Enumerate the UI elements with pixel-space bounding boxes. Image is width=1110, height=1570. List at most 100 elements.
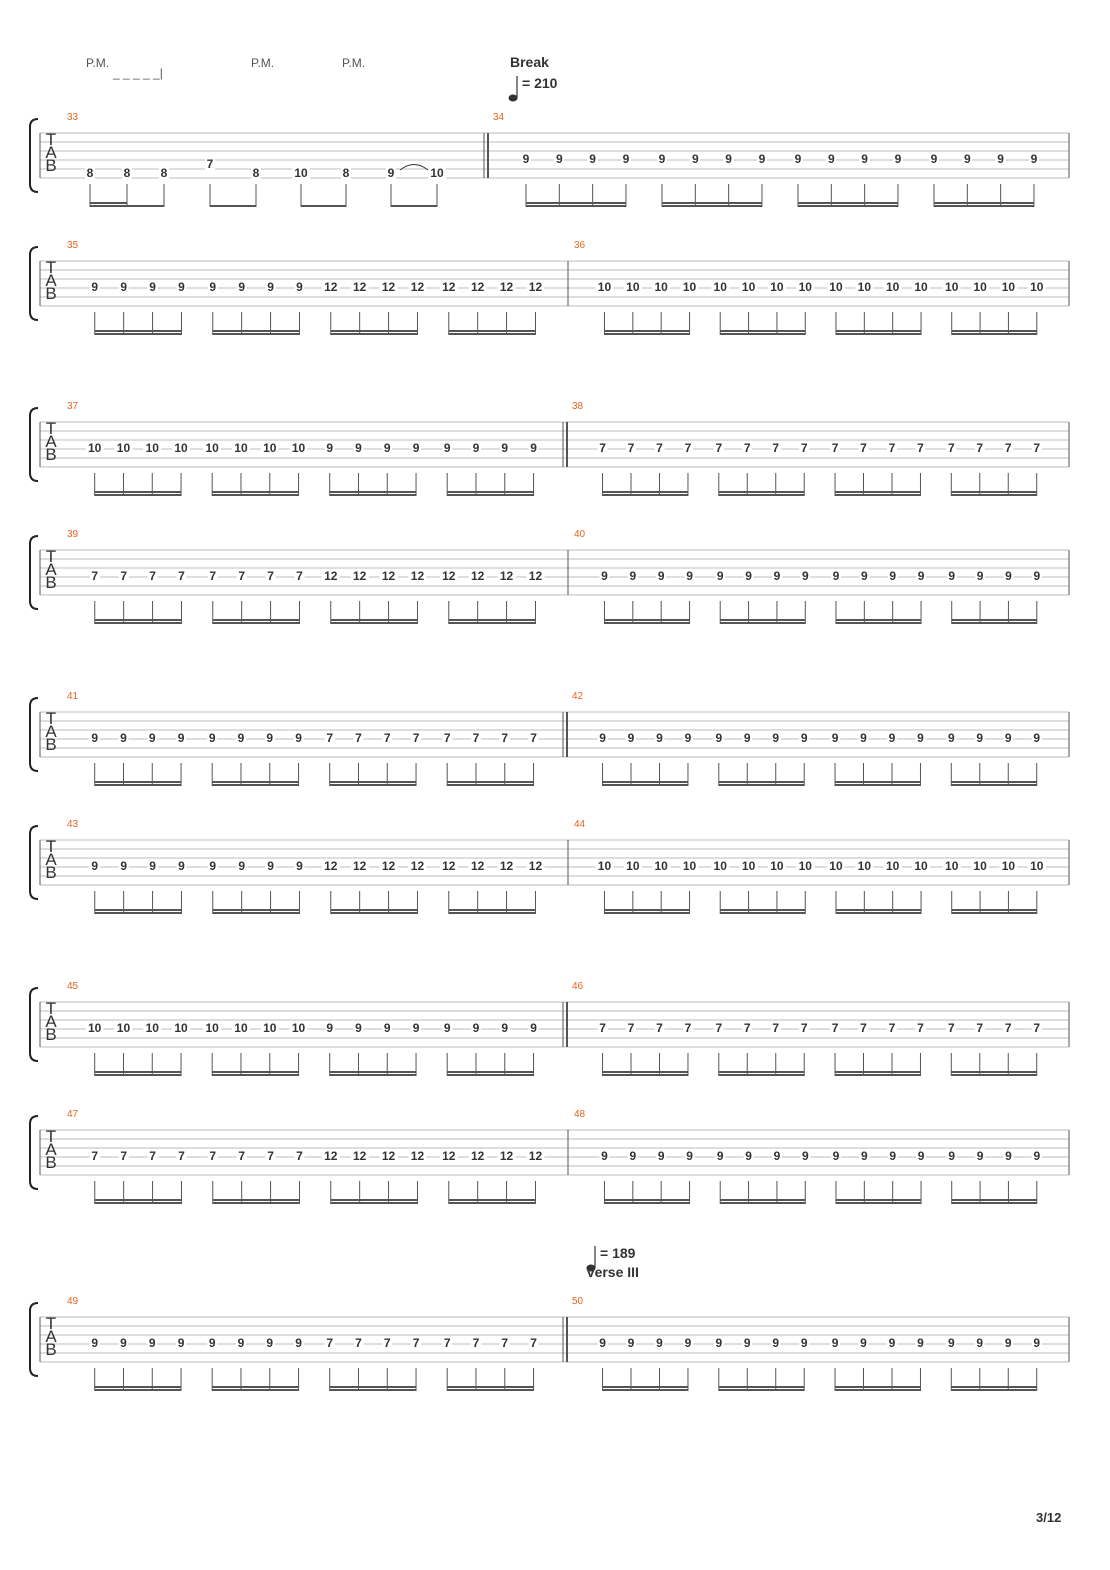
- fret-bg: [690, 152, 701, 165]
- system-bracket: [29, 1115, 39, 1190]
- fret-bg: [176, 859, 187, 872]
- fret-number: 7: [267, 569, 274, 583]
- fret-bg: [915, 1336, 926, 1349]
- fret-bg: [770, 731, 781, 744]
- measure-number: 49: [67, 1296, 79, 1307]
- fret-number: 9: [355, 441, 362, 455]
- fret-number: 7: [384, 1336, 391, 1350]
- fret-bg: [713, 441, 724, 454]
- fret-bg: [118, 731, 129, 744]
- fret-bg: [723, 152, 734, 165]
- fret-bg: [382, 441, 393, 454]
- fret-bg: [971, 859, 990, 872]
- fret-number: 9: [413, 441, 420, 455]
- fret-number: 9: [209, 731, 216, 745]
- fret-number: 7: [91, 569, 98, 583]
- fret-number: 9: [238, 859, 245, 873]
- fret-bg: [265, 859, 276, 872]
- fret-bg: [350, 1149, 369, 1162]
- tab-clef-letter: T: [46, 1127, 56, 1146]
- fret-number: 10: [742, 280, 756, 294]
- fret-number: 7: [1005, 1021, 1012, 1035]
- fret-bg: [147, 1336, 158, 1349]
- fret-bg: [656, 569, 667, 582]
- fret-number: 10: [742, 859, 756, 873]
- fret-number: 12: [411, 859, 425, 873]
- tab-clef-letter: A: [45, 1327, 57, 1346]
- fret-bg: [946, 1021, 957, 1034]
- fret-number: 10: [206, 441, 220, 455]
- system-bracket: [29, 407, 39, 482]
- fret-bg: [800, 569, 811, 582]
- fret-number: 12: [529, 859, 543, 873]
- fret-number: 9: [1033, 731, 1040, 745]
- tab-clef-letter: T: [46, 130, 56, 149]
- fret-bg: [743, 569, 754, 582]
- fret-number: 7: [801, 1021, 808, 1035]
- fret-number: 10: [292, 441, 306, 455]
- fret-number: 9: [1005, 1336, 1012, 1350]
- fret-number: 9: [178, 280, 185, 294]
- fret-bg: [796, 859, 815, 872]
- fret-bg: [771, 569, 782, 582]
- fret-number: 8: [253, 166, 260, 180]
- fret-bg: [711, 280, 730, 293]
- system-bracket: [29, 987, 39, 1062]
- fret-bg: [626, 731, 637, 744]
- fret-number: 12: [442, 1149, 456, 1163]
- fret-number: 9: [860, 1336, 867, 1350]
- fret-number: 9: [1005, 731, 1012, 745]
- fret-number: 9: [178, 731, 185, 745]
- fret-number: 12: [353, 280, 367, 294]
- fret-number: 10: [683, 280, 697, 294]
- fret-number: 9: [833, 1149, 840, 1163]
- fret-bg: [236, 569, 247, 582]
- fret-number: 9: [599, 1336, 606, 1350]
- fret-number: 9: [656, 731, 663, 745]
- fret-bg: [715, 1149, 726, 1162]
- fret-number: 9: [388, 166, 395, 180]
- fret-number: 9: [759, 152, 766, 166]
- fret-number: 10: [146, 441, 160, 455]
- fret-bg: [652, 859, 671, 872]
- fret-bg: [143, 1021, 162, 1034]
- fret-bg: [1031, 731, 1042, 744]
- fret-bg: [294, 569, 305, 582]
- fret-number: 9: [120, 280, 127, 294]
- fret-bg: [627, 1149, 638, 1162]
- tab-clef-letter: B: [45, 1153, 56, 1172]
- fret-bg: [408, 859, 427, 872]
- fret-bg: [654, 731, 665, 744]
- fret-number: 10: [598, 859, 612, 873]
- fret-number: 9: [656, 1336, 663, 1350]
- fret-number: 9: [501, 1021, 508, 1035]
- fret-bg: [442, 731, 453, 744]
- fret-bg: [468, 569, 487, 582]
- fret-bg: [499, 1336, 510, 1349]
- fret-bg: [526, 1149, 545, 1162]
- fret-bg: [859, 1149, 870, 1162]
- fret-number: 8: [161, 166, 168, 180]
- tab-clef-letter: T: [46, 419, 56, 438]
- fret-number: 7: [444, 1336, 451, 1350]
- fret-bg: [379, 1149, 398, 1162]
- fret-bg: [89, 569, 100, 582]
- fret-number: 7: [355, 731, 362, 745]
- tab-clef-letter: T: [46, 837, 56, 856]
- fret-number: 12: [411, 280, 425, 294]
- fret-number: 10: [683, 859, 697, 873]
- fret-bg: [442, 1336, 453, 1349]
- fret-bg: [883, 859, 902, 872]
- fret-number: 7: [178, 1149, 185, 1163]
- fret-number: 9: [686, 569, 693, 583]
- fret-bg: [680, 859, 699, 872]
- fret-bg: [497, 569, 516, 582]
- fret-number: 9: [296, 859, 303, 873]
- fret-bg: [654, 441, 665, 454]
- tab-clef-letter: T: [46, 547, 56, 566]
- fret-number: 10: [88, 1021, 102, 1035]
- fret-bg: [858, 1021, 869, 1034]
- fret-number: 9: [149, 731, 156, 745]
- fret-number: 10: [945, 859, 959, 873]
- fret-bg: [114, 1021, 133, 1034]
